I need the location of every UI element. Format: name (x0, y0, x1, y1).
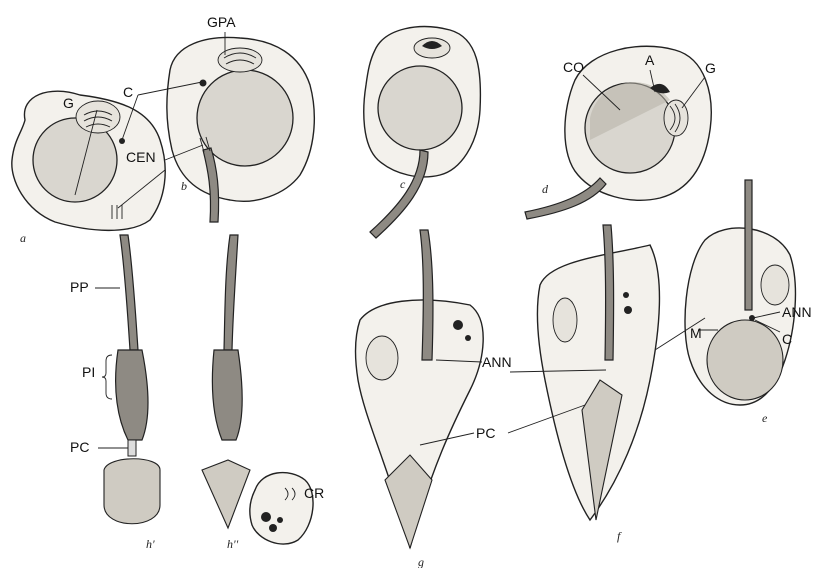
panel-h1: h' (146, 537, 155, 551)
panel-g: g (418, 555, 424, 568)
label-c-top: C (123, 84, 133, 100)
label-pi: PI (82, 364, 95, 380)
panel-f: f (617, 529, 622, 543)
label-cen: CEN (126, 149, 156, 165)
sperm-h-prime (104, 235, 160, 524)
label-a: A (645, 52, 655, 68)
cell-f (538, 225, 660, 520)
label-c-e: C (782, 331, 792, 347)
panel-a: a (20, 231, 26, 245)
panel-d: d (542, 182, 549, 196)
cell-b (167, 37, 314, 222)
panel-e: e (762, 411, 768, 425)
label-pp: PP (70, 279, 89, 295)
label-cr: CR (304, 485, 324, 501)
label-pc-h: PC (70, 439, 89, 455)
label-co: CO (563, 59, 584, 75)
cell-e (685, 180, 795, 405)
panel-c: c (400, 177, 406, 191)
label-g-d: G (705, 60, 716, 76)
label-m: M (690, 325, 702, 341)
label-gpa: GPA (207, 14, 236, 30)
pi-bracket (102, 355, 112, 399)
panel-h2: h'' (227, 537, 239, 551)
cr-fragment (250, 473, 313, 544)
label-pc-g: PC (476, 425, 495, 441)
cell-c (364, 27, 481, 238)
panel-b: b (181, 179, 187, 193)
label-ann-e: ANN (782, 304, 812, 320)
label-g-a: G (63, 95, 74, 111)
sperm-h-double-prime (202, 235, 250, 528)
cell-d (525, 46, 711, 219)
cell-g (356, 230, 484, 548)
label-ann-g: ANN (482, 354, 512, 370)
